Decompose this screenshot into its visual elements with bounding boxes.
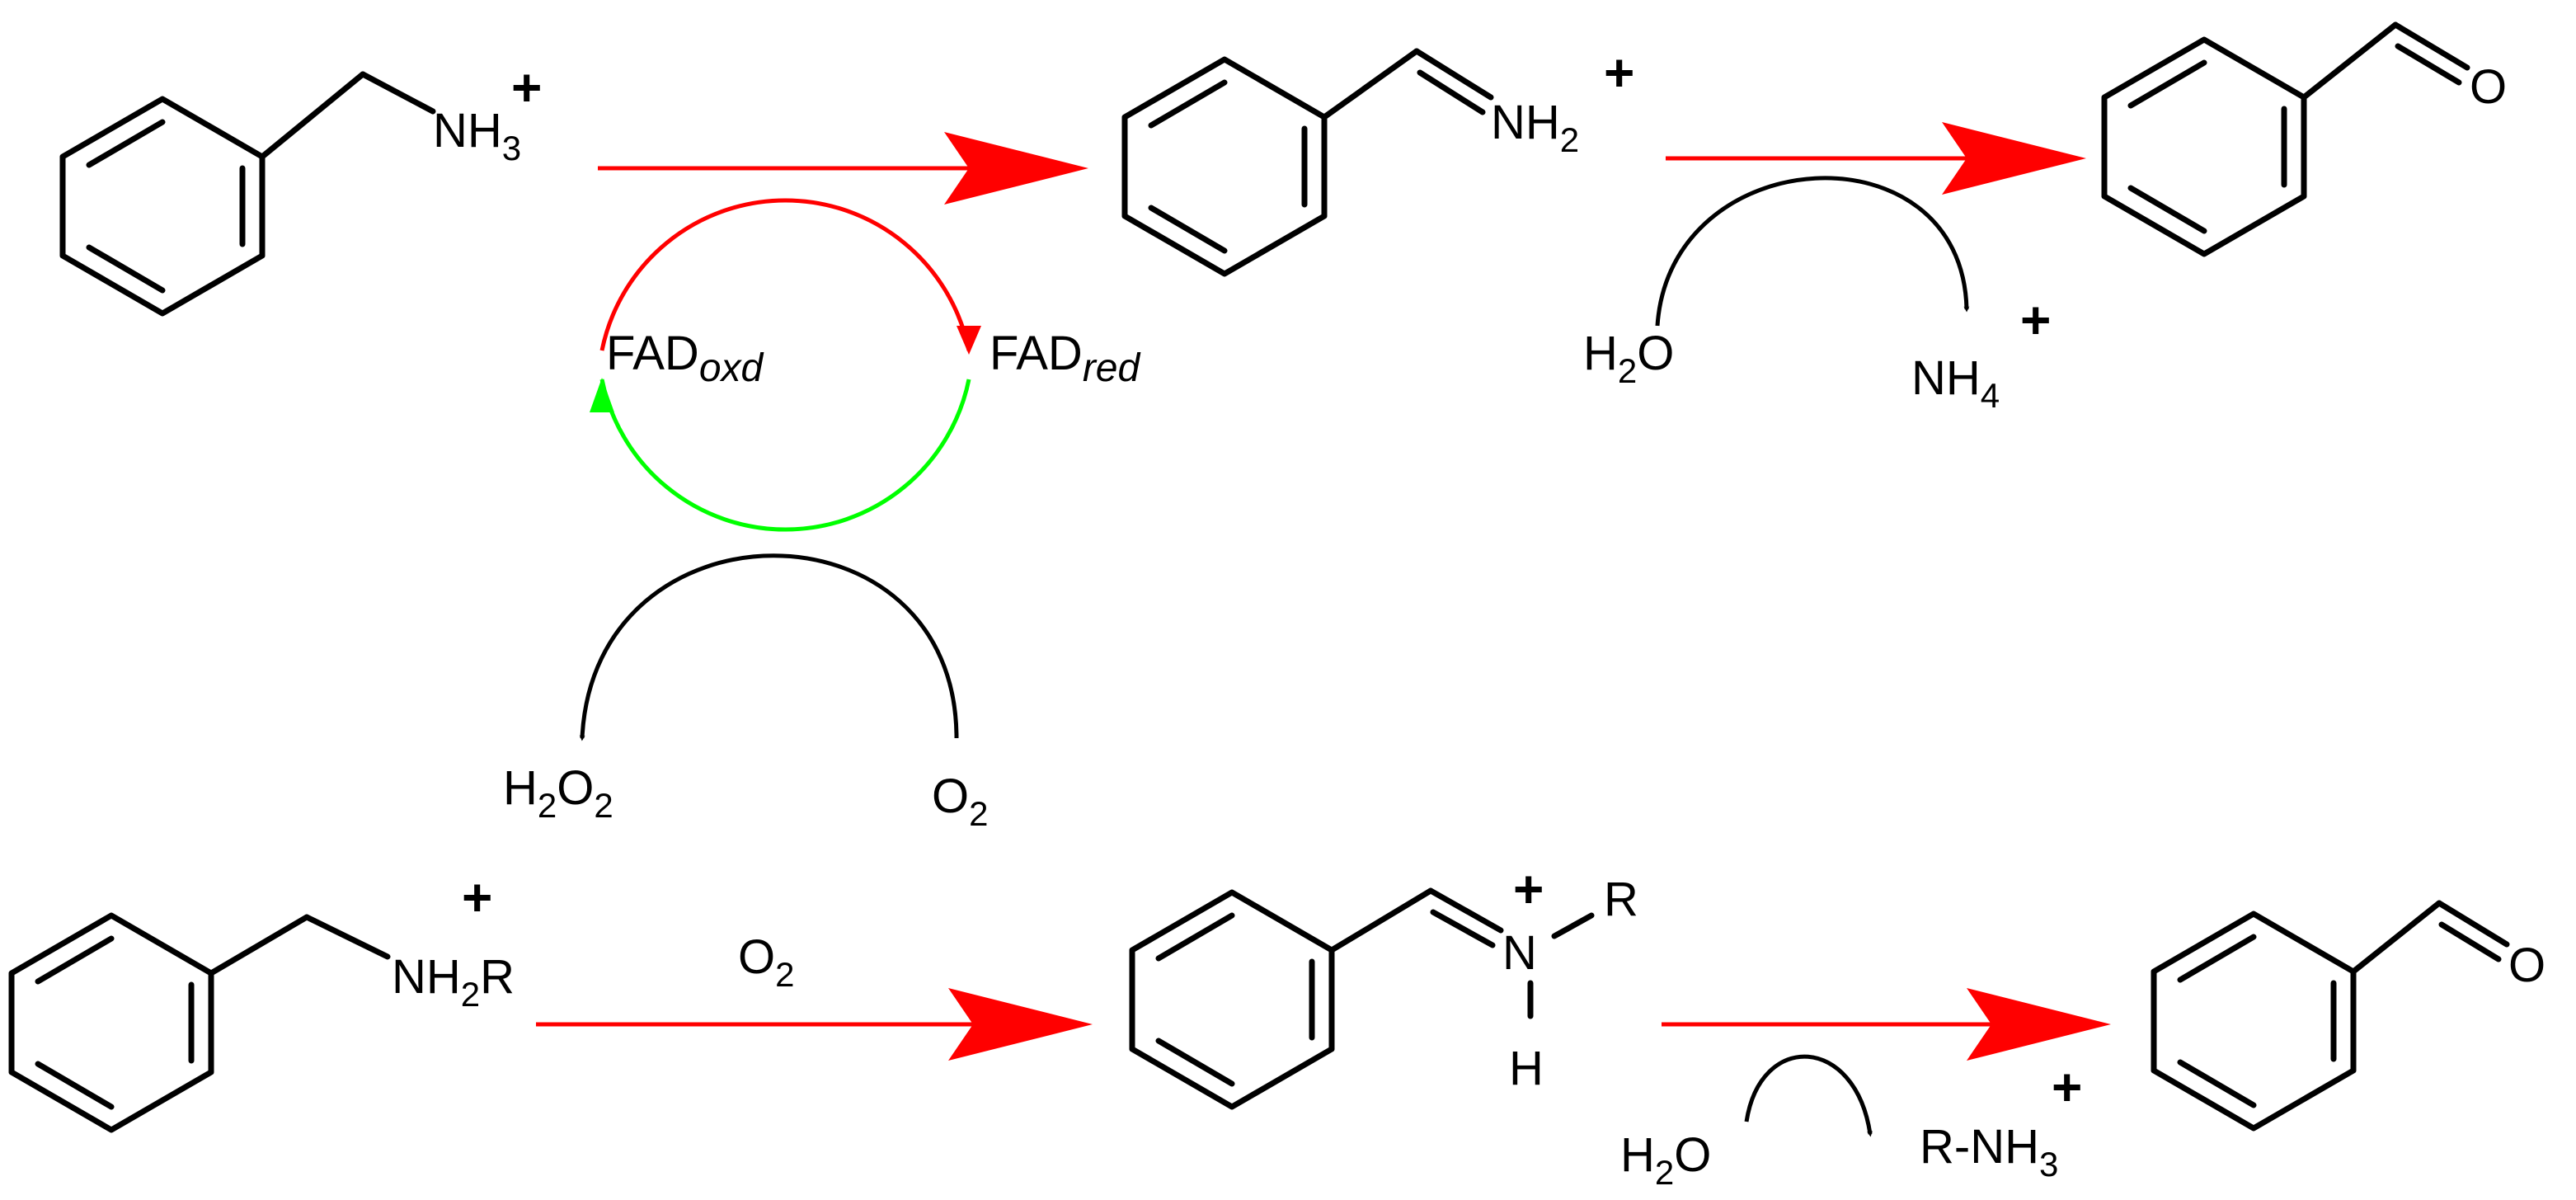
benzene-ring — [59, 96, 266, 317]
hydrolysis-arrow — [1662, 988, 2111, 1061]
bond — [1321, 48, 1420, 120]
oxidation-arc — [599, 198, 971, 351]
iminium-nitrogen-label: N — [1502, 926, 1537, 980]
ammonium-byproduct-label: NH4 — [1911, 351, 2000, 415]
secondary-amine-molecule: NH2R + — [8, 868, 515, 1133]
bond — [259, 71, 366, 160]
double-bond — [1417, 69, 1486, 115]
double-bond — [2392, 21, 2470, 71]
benzene-ring — [2101, 36, 2307, 257]
iminium-group-label: NH2 — [1491, 96, 1579, 159]
curved-arrow — [1655, 176, 1970, 327]
positive-charge: + — [2052, 1057, 2082, 1117]
amine-group-label: NH2R — [392, 950, 515, 1014]
positive-charge: + — [2020, 290, 2051, 350]
bond — [208, 914, 310, 976]
double-bond — [1430, 909, 1496, 948]
bond — [1328, 887, 1434, 953]
double-bond — [1427, 887, 1504, 934]
n-substituted-iminium-molecule: N + R H — [1129, 859, 1638, 1110]
double-bond — [2438, 921, 2502, 962]
bond — [1551, 912, 1595, 939]
positive-charge: + — [462, 868, 492, 927]
ammonium-group-label: NH3 — [433, 104, 521, 167]
benzene-ring — [2151, 911, 2357, 1132]
curved-arrow — [1744, 1054, 1873, 1137]
arrowhead — [957, 326, 981, 355]
double-bond — [1413, 48, 1494, 101]
reaction-arrow — [598, 132, 1088, 205]
positive-charge: + — [511, 58, 542, 117]
oxidant-label: O2 — [738, 930, 794, 994]
water-label: H2O — [1583, 327, 1674, 390]
double-bond — [2395, 43, 2462, 86]
amine-byproduct-label: R-NH3 — [1920, 1120, 2058, 1184]
benzaldehyde-molecule: O — [2101, 21, 2507, 257]
curved-arrow — [579, 553, 959, 741]
benzene-ring — [1121, 56, 1328, 277]
reaction-arrow — [536, 988, 1093, 1061]
bond — [2301, 21, 2399, 101]
carbonyl-oxygen-label: O — [2470, 60, 2507, 114]
carbonyl-oxygen-label: O — [2508, 939, 2545, 992]
fad-reduced-label: FADred — [990, 327, 1140, 390]
hydrolysis-arrow — [1666, 122, 2086, 195]
positive-charge: + — [1604, 43, 1634, 102]
hydrogen-peroxide-label: H2O2 — [503, 761, 613, 825]
bond — [360, 71, 436, 115]
bond — [303, 914, 391, 960]
iminium-molecule: NH2 + — [1121, 43, 1634, 277]
oxygen-label: O2 — [932, 769, 988, 833]
bond — [2350, 900, 2442, 975]
r-group-label: R — [1604, 873, 1638, 926]
positive-charge: + — [1513, 859, 1544, 919]
fad-cycle: FADoxd FADred — [590, 198, 1140, 532]
water-label: H2O — [1620, 1128, 1711, 1192]
benzylammonium-molecule: NH3 + — [59, 58, 542, 317]
arrowhead — [590, 378, 614, 412]
fad-oxidized-label: FADoxd — [606, 327, 764, 390]
regeneration-arc — [599, 379, 971, 532]
benzene-ring — [1129, 889, 1335, 1110]
benzene-ring — [8, 912, 214, 1133]
n-hydrogen-label: H — [1509, 1042, 1544, 1095]
benzaldehyde-molecule: O — [2151, 900, 2545, 1132]
double-bond — [2436, 900, 2510, 948]
